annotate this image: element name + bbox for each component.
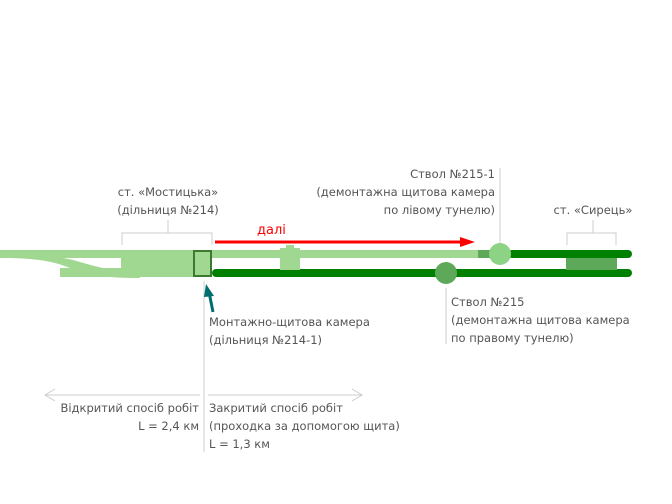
closed-method-desc: (проходка за допомогою щита) [209, 419, 400, 433]
open-method-title: Відкритий спосіб робіт [60, 401, 199, 415]
shaft-215-1-approach [478, 250, 492, 258]
intermediate-structure [280, 248, 300, 270]
syrets-bracket [566, 232, 617, 245]
shaft-215-1-marker [489, 243, 511, 265]
left-tunnel-track-upper [0, 250, 484, 258]
closed-method-title: Закритий спосіб робіт [209, 401, 343, 415]
open-method-arrowhead [44, 388, 56, 402]
shaft-215-desc-2: по правому тунелю) [451, 331, 574, 345]
chamber-section: (дільниця №214-1) [209, 333, 322, 347]
shaft-215-1-desc-2: по лівому тунелю) [384, 203, 495, 217]
mostytska-bracket [121, 232, 213, 245]
station-syrets-name: ст. «Сирець» [554, 203, 633, 217]
shaft-215-desc-1: (демонтажна щитова камера [451, 313, 630, 327]
shaft-215-marker [435, 262, 457, 284]
direction-arrow-head [460, 237, 475, 247]
mounting-chamber-box [193, 250, 212, 277]
left-tunnel-track-completed [508, 250, 632, 258]
intermediate-structure-cap [286, 245, 294, 249]
chamber-pointer-head [204, 284, 214, 297]
chamber-title: Монтажно-щитова камера [209, 315, 370, 329]
station-mostytska-section: (дільниця №214) [117, 203, 219, 217]
open-method-length: L = 2,4 км [138, 419, 199, 433]
shaft-215-1-desc-1: (демонтажна щитова камера [316, 185, 495, 199]
direction-label: далі [257, 223, 286, 238]
closed-method-arrowhead [351, 388, 363, 402]
shaft-215-title: Ствол №215 [451, 295, 524, 309]
right-tunnel-track [212, 269, 632, 277]
closed-method-length: L = 1,3 км [209, 437, 270, 451]
shaft-215-1-title: Ствол №215-1 [410, 167, 495, 181]
station-mostytska-name: ст. «Мостицька» [118, 185, 218, 199]
station-block-syrets [566, 258, 617, 270]
